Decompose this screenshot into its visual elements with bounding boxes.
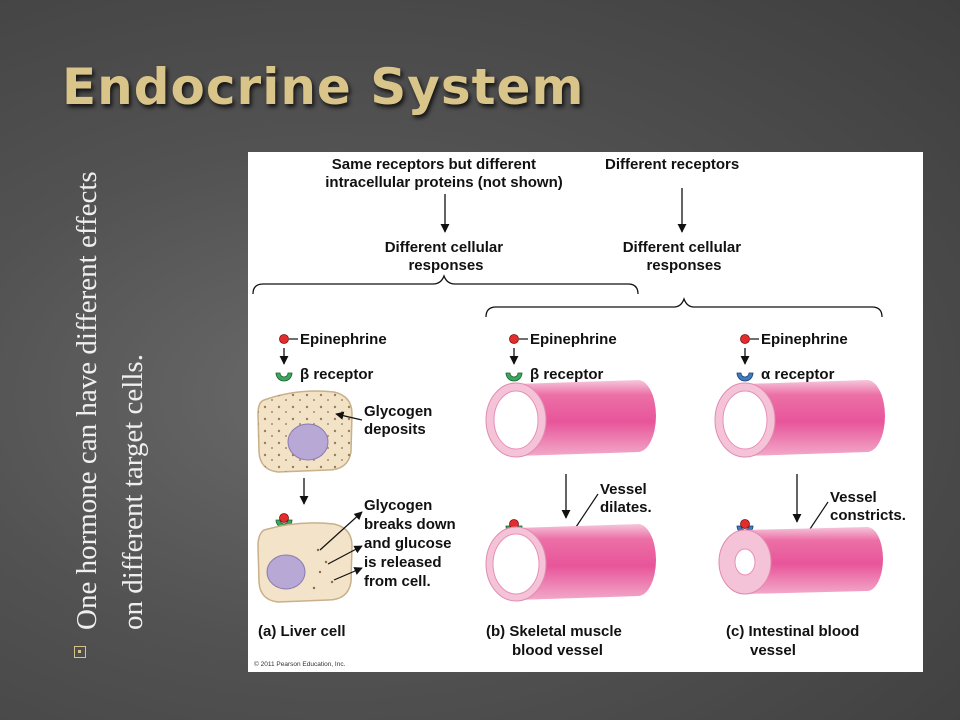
liver-cell-nucleus-top: [287, 423, 329, 461]
vessel-b-top: [485, 380, 656, 458]
vessel-dilates-2: dilates.: [600, 499, 652, 516]
svg-text:(c) Intestinal blood vesse: (c) Intestinal blood vessel: [726, 623, 864, 659]
svg-text:Same receptors but different: Same receptors but different intracellul…: [325, 156, 563, 191]
epinephrine-label-a: Epinephrine: [300, 331, 387, 348]
epinephrine-bound-c: [740, 519, 750, 529]
glycogen-breaks-5: from cell.: [364, 573, 431, 590]
alpha-receptor-c: [736, 372, 754, 382]
vessel-dilates-1: Vessel: [600, 481, 647, 498]
vessel-constricts-1: Vessel: [830, 489, 877, 506]
liver-cell-nucleus-bottom: [266, 554, 306, 590]
top-right-heading: Different receptors: [605, 156, 739, 173]
epinephrine-bound-a: [279, 513, 289, 523]
beta-receptor-label-a: β receptor: [300, 366, 374, 383]
copyright-notice: © 2011 Pearson Education, Inc.: [254, 660, 346, 668]
epinephrine-molecule-c: [740, 334, 750, 344]
caption-a: (a) Liver cell: [258, 623, 346, 640]
svg-text:Glycogen deposits: Glycogen deposits: [364, 403, 437, 438]
top-left-heading-2: intracellular proteins (not shown): [325, 174, 563, 191]
glycogen-deposits-1: Glycogen: [364, 403, 432, 420]
responses-left-1: Different cellular: [385, 239, 504, 256]
glycogen-breaks-1: Glycogen: [364, 497, 432, 514]
bullet-square-icon: [74, 646, 86, 658]
beta-receptor-label-b: β receptor: [530, 366, 604, 383]
glycogen-breaks-3: and glucose: [364, 535, 452, 552]
svg-text:Different cellular respons: Different cellular responses: [623, 239, 746, 274]
responses-right-1: Different cellular: [623, 239, 742, 256]
vessel-c-top: [714, 380, 885, 458]
figure-svg: Same receptors but different intracellul…: [252, 156, 906, 668]
top-left-heading-1: Same receptors but different: [332, 156, 536, 173]
responses-right-2: responses: [646, 257, 721, 274]
beta-receptor-a: [275, 372, 293, 382]
svg-text:Vessel constricts.: Vessel constricts.: [830, 489, 906, 524]
epinephrine-molecule-b: [509, 334, 519, 344]
beta-receptor-b: [505, 372, 523, 382]
glycogen-breaks-4: is released: [364, 554, 442, 571]
vessel-constricts-2: constricts.: [830, 507, 906, 524]
brace-right: [485, 297, 883, 318]
vessel-b-dilated: [485, 524, 656, 602]
responses-left-2: responses: [408, 257, 483, 274]
caption-b-1: (b) Skeletal muscle: [486, 623, 622, 640]
slide-title: Endocrine System: [62, 58, 585, 116]
svg-text:Vessel dilates.: Vessel dilates.: [600, 481, 652, 516]
epinephrine-molecule-a: [279, 334, 289, 344]
caption-c-2: vessel: [750, 642, 796, 659]
svg-text:(b) Skeletal muscle blood: (b) Skeletal muscle blood vessel: [486, 623, 626, 659]
caption-c-1: (c) Intestinal blood: [726, 623, 859, 640]
glycogen-breaks-2: breaks down: [364, 516, 456, 533]
brace-left: [252, 274, 639, 295]
epinephrine-label-c: Epinephrine: [761, 331, 848, 348]
bullet-text: One hormone can have different effects o…: [71, 171, 149, 630]
hormone-response-figure: Same receptors but different intracellul…: [248, 152, 923, 672]
vessel-c-constricted: [718, 527, 883, 595]
glycogen-deposits-2: deposits: [364, 421, 426, 438]
alpha-receptor-label-c: α receptor: [761, 366, 835, 383]
epinephrine-label-b: Epinephrine: [530, 331, 617, 348]
svg-text:Different cellular respons: Different cellular responses: [385, 239, 508, 274]
svg-text:Glycogen breaks down a: Glycogen breaks down and glucose is rele…: [364, 497, 460, 590]
caption-b-2: blood vessel: [512, 642, 603, 659]
